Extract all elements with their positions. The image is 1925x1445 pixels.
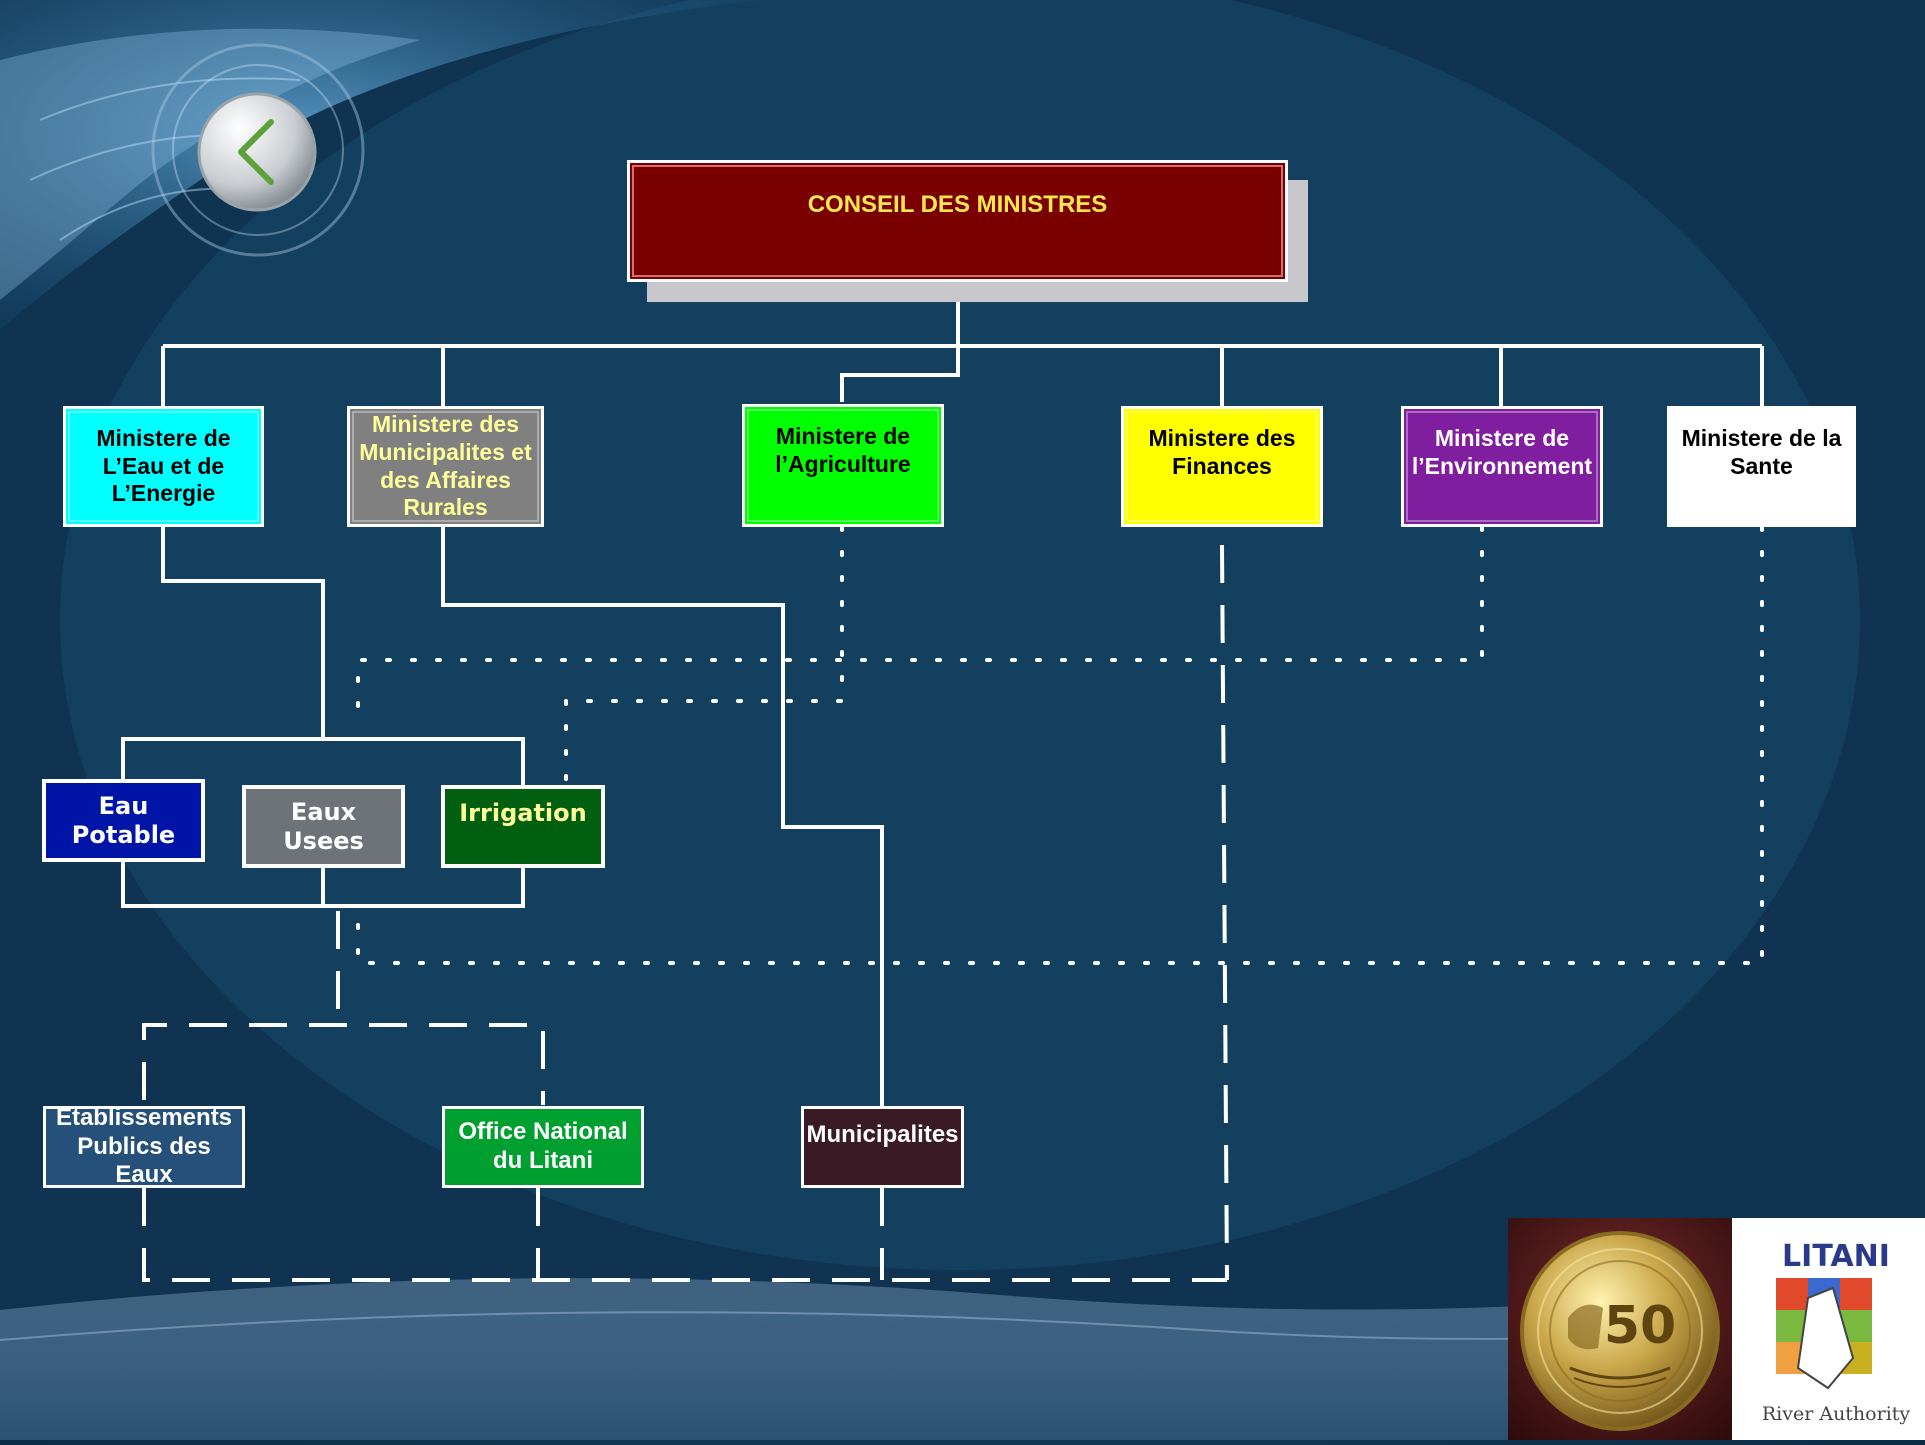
ministry-municipalites-label: Ministere des Municipalites et des Affai… <box>359 411 532 521</box>
dotted-environment-link <box>356 525 1484 729</box>
entity-etablissements: Etablissements Publics des Eaux <box>43 1103 245 1189</box>
dotted-sante-link <box>356 525 1764 965</box>
svg-text:LITANI: LITANI <box>1782 1239 1890 1274</box>
dashed-finance-link <box>1220 544 1229 1281</box>
ministry-agriculture: Ministere de l’Agriculture <box>742 404 944 527</box>
ministry-sante: Ministere de la Sante <box>1667 406 1856 527</box>
entity-municipalites-label: Municipalites <box>806 1121 959 1148</box>
svg-text:River Authority: River Authority <box>1762 1403 1911 1425</box>
ministry-eau-energie-label: Ministere de L’Eau et de L’Energie <box>96 425 231 507</box>
ministry-agriculture-label: Ministere de l’Agriculture <box>775 423 911 477</box>
chevron-left-icon <box>197 92 317 212</box>
title-label: CONSEIL DES MINISTRES <box>807 191 1108 218</box>
entity-etablissements-label: Etablissements Publics des Eaux <box>55 1103 233 1189</box>
connector-energy-subs <box>161 527 325 739</box>
svg-text:50: 50 <box>1604 1296 1676 1356</box>
back-button[interactable] <box>195 90 320 215</box>
sub-eaux-usees: Eaux Usees <box>242 785 405 868</box>
ministry-sante-label: Ministere de la Sante <box>1681 425 1842 479</box>
ministry-environnement-label: Ministere de l’Environnement <box>1411 425 1593 479</box>
sub-irrigation-label: Irrigation <box>459 799 587 827</box>
entity-office-national-litani: Office National du Litani <box>442 1106 644 1188</box>
ministry-municipalites: Ministere des Municipalites et des Affai… <box>347 406 544 527</box>
sub-eau-potable: Eau Potable <box>42 779 205 862</box>
entity-municipalites: Municipalites <box>801 1106 964 1188</box>
ministry-finances: Ministere des Finances <box>1121 406 1323 527</box>
ministry-eau-energie: Ministere de L’Eau et de L’Energie <box>63 406 264 527</box>
litani-logo: LITANI River Authority <box>1732 1218 1925 1440</box>
sub-irrigation: Irrigation <box>441 785 605 868</box>
entity-office-litani-label: Office National du Litani <box>458 1118 628 1174</box>
ministry-finances-label: Ministere des Finances <box>1148 425 1296 479</box>
dotted-agriculture-link <box>564 525 844 783</box>
medal-logo: 50 <box>1508 1218 1732 1440</box>
title-conseil-des-ministres: CONSEIL DES MINISTRES <box>627 160 1288 282</box>
dashed-bottom-bus <box>142 1188 1227 1282</box>
sub-eaux-usees-label: Eaux Usees <box>283 797 364 855</box>
sub-eau-potable-label: Eau Potable <box>71 791 176 849</box>
ministry-environnement: Ministere de l’Environnement <box>1401 406 1603 527</box>
connector-title-drop <box>840 280 960 402</box>
logo-area: 50 LITANI River Authority <box>1508 1218 1925 1440</box>
connector-municipal <box>441 527 884 1108</box>
